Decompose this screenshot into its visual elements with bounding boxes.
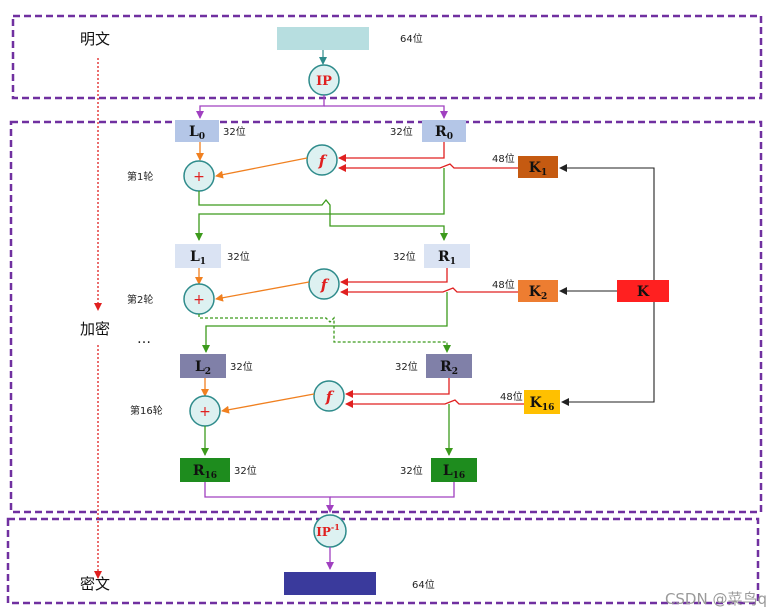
ip-split-line [196, 95, 325, 119]
r1-label: R1 [438, 249, 456, 267]
arrow-xor1-r1 [198, 191, 448, 241]
k16-block [524, 390, 560, 414]
r1-block [424, 244, 470, 268]
r16-label: R16 [193, 463, 217, 481]
arrow-f-xor-1 [215, 157, 308, 179]
l1-block [175, 244, 221, 268]
master-key-label: K [637, 284, 650, 300]
xor-label-1: + [193, 169, 205, 185]
r0-label: R0 [435, 124, 453, 142]
xor-label-16: + [199, 404, 211, 420]
k2-bits-label: 48位 [492, 278, 515, 291]
merge-left-line [204, 482, 334, 513]
l2-block [180, 354, 226, 378]
l16-bits-label: 32位 [400, 464, 423, 477]
l16-label: L16 [443, 463, 465, 481]
k16-label: K16 [530, 395, 555, 413]
arrow-k16-f [345, 399, 524, 408]
r2-block [426, 354, 472, 378]
arrow-f-xor-16 [221, 393, 315, 414]
xor-label-2: + [193, 292, 205, 308]
l2-label: L2 [195, 359, 211, 377]
round-label-2: 第2轮 [127, 293, 153, 306]
k16-bits-label: 48位 [500, 390, 523, 403]
r0-block [422, 120, 466, 142]
arrow-r1-f [340, 268, 448, 286]
bits-label-64-bottom: 64位 [412, 578, 435, 591]
arrow-r0-f [338, 142, 445, 162]
f-label-2: f [320, 276, 330, 294]
arrow-r2-f [345, 378, 450, 398]
merge-right-line [330, 482, 455, 498]
k2-label: K2 [529, 284, 547, 302]
r2-label: R2 [440, 359, 458, 377]
ip-split-line-right [324, 105, 448, 119]
arrow-f-xor-2 [215, 281, 310, 302]
arrow-xor2-r2 [198, 314, 451, 353]
watermark-text: CSDN @菜鸟q [665, 590, 767, 608]
f-circle-16 [313, 380, 345, 412]
plaintext-block [277, 27, 369, 50]
r1-bits-label: 32位 [393, 250, 416, 263]
ip-label: IP [316, 74, 332, 89]
arrow-k-k16 [561, 302, 655, 406]
f-label-16: f [325, 388, 335, 406]
ciphertext-label: 密文 [80, 575, 110, 593]
encrypt-label: 加密 [80, 320, 110, 338]
r2-bits-label: 32位 [395, 360, 418, 373]
l0-block [175, 120, 219, 142]
k1-label: K1 [529, 160, 547, 178]
encrypt-frame [9, 120, 763, 514]
l2-bits-label: 32位 [230, 360, 253, 373]
round-label-16: 第16轮 [130, 404, 163, 417]
f-circle-2 [308, 268, 340, 300]
ip-inverse-label: IP-1 [316, 522, 340, 539]
k2-block [518, 280, 558, 302]
l0-bits-label: 32位 [223, 125, 246, 138]
arrow-r0-l1 [195, 168, 445, 241]
l1-bits-label: 32位 [227, 250, 250, 263]
l1-label: L1 [190, 249, 206, 267]
k1-bits-label: 48位 [492, 152, 515, 165]
r16-bits-label: 32位 [234, 464, 257, 477]
r16-block [180, 458, 230, 482]
arrow-k1-f [338, 163, 518, 172]
cipher-frame [6, 517, 760, 605]
arrow-r1-l2 [202, 292, 448, 353]
k1-block [518, 156, 558, 178]
f-label-1: f [318, 152, 328, 170]
round-label-1: 第1轮 [127, 170, 153, 183]
arrow-k-k1 [559, 164, 655, 280]
master-key-block [617, 280, 669, 302]
plaintext-label: 明文 [80, 30, 110, 48]
r0-bits-label: 32位 [390, 125, 413, 138]
l0-label: L0 [189, 124, 205, 142]
l16-block [431, 458, 477, 482]
arrow-k2-f [340, 287, 518, 296]
ellipsis-label: … [137, 331, 151, 347]
cipher-block [284, 572, 376, 595]
plaintext-frame [11, 14, 763, 100]
bits-label-64-top: 64位 [400, 32, 423, 45]
f-circle-1 [306, 144, 338, 176]
